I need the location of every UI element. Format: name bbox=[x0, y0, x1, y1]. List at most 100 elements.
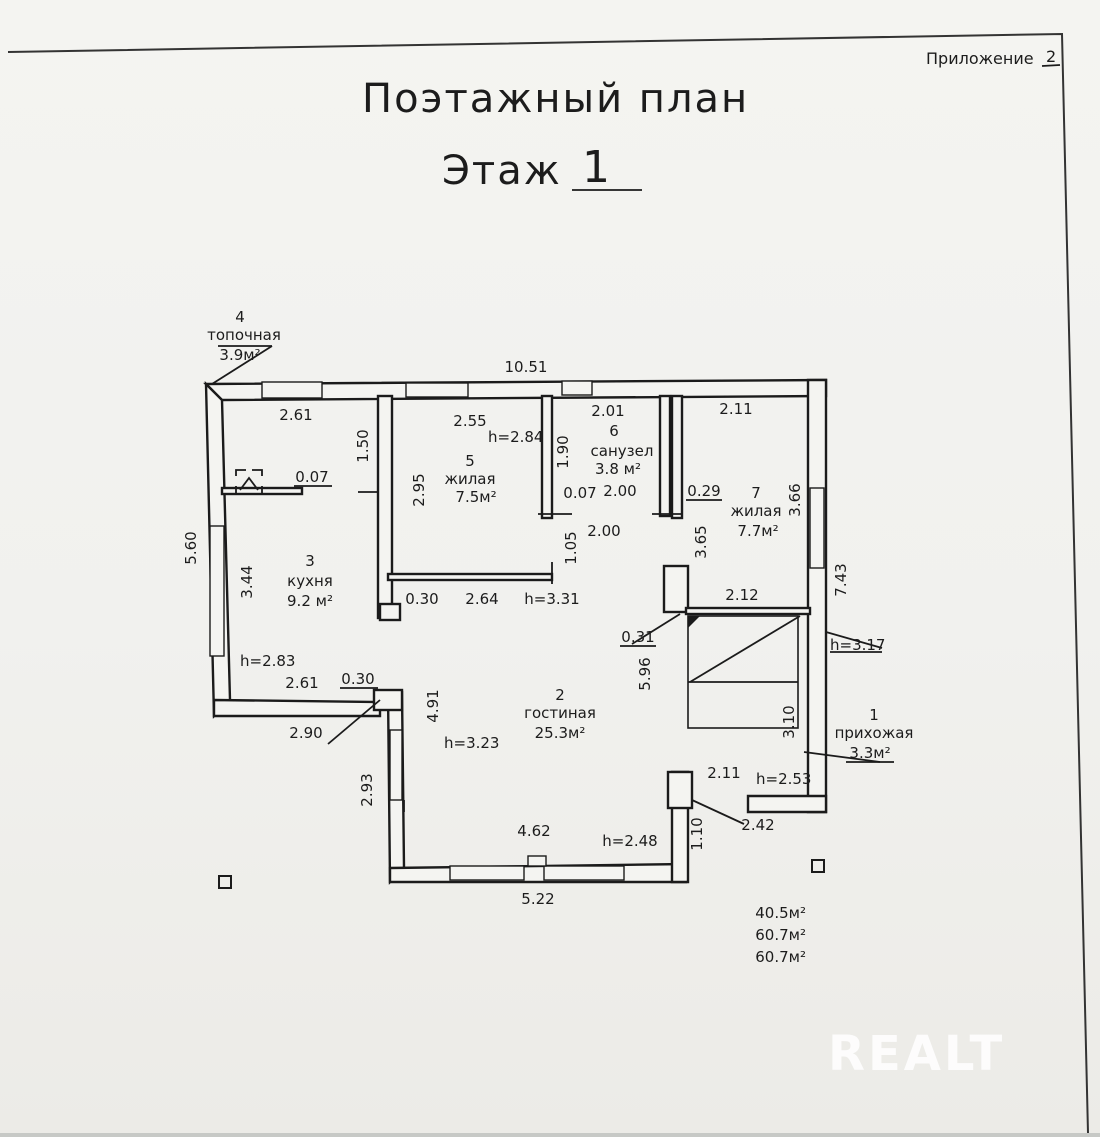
wall-living-bottom bbox=[388, 862, 688, 884]
dim-hall-opening: 2.00 bbox=[587, 522, 620, 540]
total-area-2: 60.7м² bbox=[755, 926, 806, 944]
partition-bath-right bbox=[658, 394, 672, 518]
dim-room5-width: 2.55 bbox=[453, 412, 486, 430]
dim-living-upper: 4.91 bbox=[424, 689, 442, 722]
partition-kitchen-end bbox=[378, 602, 402, 622]
leader-room7-h bbox=[825, 631, 883, 649]
room-4-name: топочная bbox=[207, 326, 281, 344]
room-6-name: санузел bbox=[591, 442, 654, 460]
room-2-height: h=3.23 bbox=[444, 734, 499, 752]
room-7-area: 7.7м² bbox=[737, 522, 778, 540]
room-7-number: 7 bbox=[751, 484, 761, 502]
partition-bath-left bbox=[540, 394, 554, 520]
dim-entry-outer: 2.42 bbox=[741, 816, 774, 834]
leader-entry bbox=[803, 751, 881, 763]
leader-entry-outer bbox=[691, 799, 745, 825]
room-3-number: 3 bbox=[305, 552, 315, 570]
window-left bbox=[209, 525, 225, 657]
boiler-flame bbox=[239, 476, 259, 491]
room-3-area: 9.2 м² bbox=[287, 592, 333, 610]
wall-kitchen-bottom bbox=[212, 698, 382, 718]
dim-living-left: 2.93 bbox=[358, 773, 376, 806]
stair-marker bbox=[688, 616, 700, 628]
room-2-area: 25.3м² bbox=[535, 724, 586, 742]
room-7-height: h=3.17 bbox=[830, 636, 885, 654]
room-6-area: 3.8 м² bbox=[595, 460, 641, 478]
appendix-label: Приложение bbox=[926, 49, 1034, 68]
window-right bbox=[809, 487, 825, 569]
window-top-3 bbox=[561, 380, 593, 396]
dim-bay-side: 1.10 bbox=[688, 817, 706, 850]
dim-room7-depth: 3.66 bbox=[786, 483, 804, 516]
column-living bbox=[372, 688, 404, 712]
window-bottom-1 bbox=[449, 865, 525, 881]
appendix-underline bbox=[1041, 64, 1061, 67]
dim-stair-width: 2.12 bbox=[725, 586, 758, 604]
partition-stair bbox=[684, 606, 812, 616]
dim-living-depth: 5.96 bbox=[636, 657, 654, 690]
leader-stair-post bbox=[631, 613, 681, 645]
dim-kitchen-bottom: 2.90 bbox=[289, 724, 322, 742]
vent-mark bbox=[527, 855, 547, 867]
column-bay bbox=[666, 770, 694, 810]
window-top-2 bbox=[405, 382, 469, 398]
dim-living-front-h: h=2.48 bbox=[602, 832, 657, 850]
dim-kitchen-width: 2.61 bbox=[285, 674, 318, 692]
partition-room7-left bbox=[670, 394, 684, 520]
room-3-name: кухня bbox=[287, 572, 333, 590]
room-5-area: 7.5м² bbox=[455, 488, 496, 506]
room-5-name: жилая bbox=[444, 470, 495, 488]
room-2-number: 2 bbox=[555, 686, 565, 704]
dim-hall-nook: 1.05 bbox=[562, 531, 580, 564]
floor-label: Этаж bbox=[442, 148, 562, 194]
dim-partition-thick: 0.30 bbox=[405, 590, 438, 608]
dim-room5-depth: 2.95 bbox=[410, 473, 428, 506]
room-6-number: 6 bbox=[609, 422, 619, 440]
dim-corridor-length: 2.64 bbox=[465, 590, 498, 608]
room-4-area: 3.9м² bbox=[219, 346, 260, 364]
post-left bbox=[218, 875, 232, 889]
dim-living-outer: 5.22 bbox=[521, 890, 554, 908]
sheet-frame bbox=[7, 32, 1089, 1134]
window-living-left bbox=[389, 729, 403, 801]
room-7-name: жилая bbox=[730, 502, 781, 520]
room-5-number: 5 bbox=[465, 452, 475, 470]
realt-watermark: REALT bbox=[828, 1026, 1005, 1082]
dim-bath-depth: 2.00 bbox=[603, 482, 636, 500]
dim-corridor-height: h=3.31 bbox=[524, 590, 579, 608]
leader-boiler bbox=[211, 345, 273, 385]
dim-room7-gap: 0.29 bbox=[687, 482, 720, 500]
partition-kitchen bbox=[376, 394, 394, 620]
partition-corridor bbox=[386, 572, 554, 582]
dim-room7-inner: 3.65 bbox=[692, 525, 710, 558]
dim-bath-partition: 1.90 bbox=[554, 435, 572, 468]
post-right bbox=[811, 859, 825, 873]
staircase bbox=[687, 615, 799, 729]
wall-right bbox=[806, 378, 828, 814]
dim-stair-post: 0.31 bbox=[621, 628, 654, 646]
dim-kitchen-outer: 5.60 bbox=[182, 531, 200, 564]
dim-kitchen-gap: 0.07 bbox=[295, 468, 328, 486]
dim-kitchen-depth: 3.44 bbox=[238, 565, 256, 598]
plan-title: Поэтажный план bbox=[362, 76, 749, 122]
dim-entry-depth: 3.10 bbox=[780, 705, 798, 738]
room-1-area: 3.3м² bbox=[849, 744, 890, 762]
room-3-height: h=2.83 bbox=[240, 652, 295, 670]
leader-col bbox=[327, 699, 381, 745]
boiler-icon bbox=[235, 469, 263, 494]
room-4-number: 4 bbox=[235, 308, 245, 326]
window-bottom-2 bbox=[543, 865, 625, 881]
stair-arrow bbox=[689, 615, 801, 683]
column-stair bbox=[662, 564, 690, 614]
wall-entry-bottom bbox=[746, 794, 828, 814]
dim-boiler-width: 2.61 bbox=[279, 406, 312, 424]
dim-total-width: 10.51 bbox=[505, 358, 548, 376]
floor-number: 1 bbox=[582, 142, 612, 193]
window-top-1 bbox=[261, 381, 323, 399]
total-area-3: 60.7м² bbox=[755, 948, 806, 966]
dim-col-left: 0.30 bbox=[341, 670, 374, 688]
dim-living-front: 4.62 bbox=[517, 822, 550, 840]
appendix-number: 2 bbox=[1046, 47, 1056, 66]
